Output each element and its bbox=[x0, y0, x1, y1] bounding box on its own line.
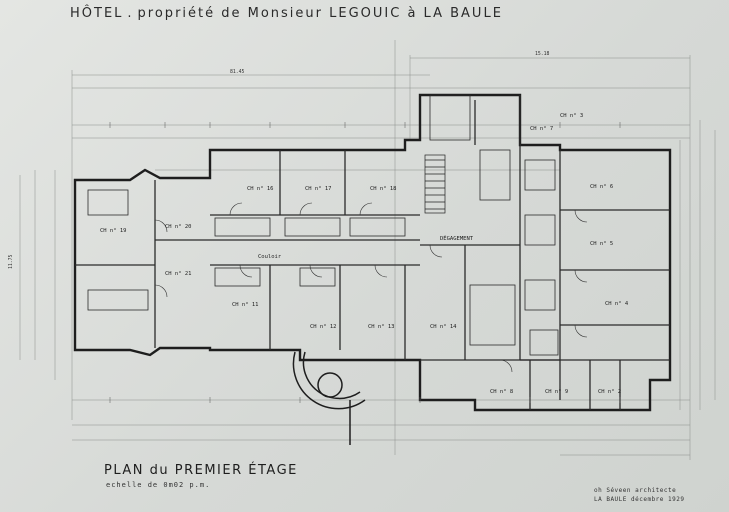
plan-title: PLAN du PREMIER ÉTAGE bbox=[104, 463, 298, 478]
room-label: CH n° 19 bbox=[100, 228, 127, 234]
bathroom-fixtures bbox=[87, 94, 559, 356]
room-label: CH n° 13 bbox=[368, 324, 395, 330]
room-labels: CH n° 16 CH n° 17 CH n° 18 CH n° 19 CH n… bbox=[100, 113, 629, 395]
room-label: CH n° 4 bbox=[605, 301, 629, 307]
room-label: CH n° 6 bbox=[590, 184, 613, 190]
rotunda-balcony bbox=[292, 351, 366, 445]
room-label: CH n° 20 bbox=[165, 224, 192, 230]
dimension-figures: 81.45 15.18 11.75 bbox=[8, 51, 550, 269]
plan-scale: echelle de 0m02 p.m. bbox=[106, 481, 211, 489]
architect-block: oh Séveen architecte LA BAULE décembre 1… bbox=[594, 486, 722, 504]
room-label: CH n° 14 bbox=[430, 324, 457, 330]
drawing-title: HÔTEL.propriété de Monsieur LEGOUIC à LA… bbox=[70, 6, 503, 21]
architect-date: LA BAULE décembre 1929 bbox=[594, 496, 685, 503]
room-label: CH n° 5 bbox=[590, 241, 613, 247]
staircase bbox=[424, 154, 446, 214]
architect-name: oh Séveen architecte bbox=[594, 487, 677, 494]
room-label: CH n° 2 bbox=[598, 389, 621, 395]
room-label: CH n° 8 bbox=[490, 389, 513, 395]
room-label: CH n° 9 bbox=[545, 389, 568, 395]
room-label: CH n° 11 bbox=[232, 302, 259, 308]
top-right-dimension: 15.18 bbox=[535, 51, 550, 57]
exterior-walls bbox=[73, 93, 672, 412]
room-label: CH n° 3 bbox=[560, 113, 583, 119]
total-width-dimension: 81.45 bbox=[230, 69, 245, 75]
corridor-label: Couloir bbox=[258, 254, 282, 260]
dimension-lines bbox=[19, 40, 716, 460]
room-label: CH n° 12 bbox=[310, 324, 337, 330]
room-label: CH n° 7 bbox=[530, 126, 553, 132]
dimension-ticks bbox=[109, 122, 621, 403]
left-height-dimension: 11.75 bbox=[8, 254, 14, 269]
room-label: CH n° 21 bbox=[165, 271, 192, 277]
title-rest: propriété de Monsieur LEGOUIC à LA BAULE bbox=[137, 6, 503, 21]
room-label: CH n° 18 bbox=[370, 186, 397, 192]
title-prefix: HÔTEL bbox=[70, 6, 124, 21]
room-label: CH n° 17 bbox=[305, 186, 332, 192]
degagement-label: DÉGAGEMENT bbox=[440, 234, 474, 242]
room-label: CH n° 16 bbox=[247, 186, 274, 192]
interior-walls bbox=[75, 95, 670, 410]
door-swings bbox=[154, 202, 588, 373]
